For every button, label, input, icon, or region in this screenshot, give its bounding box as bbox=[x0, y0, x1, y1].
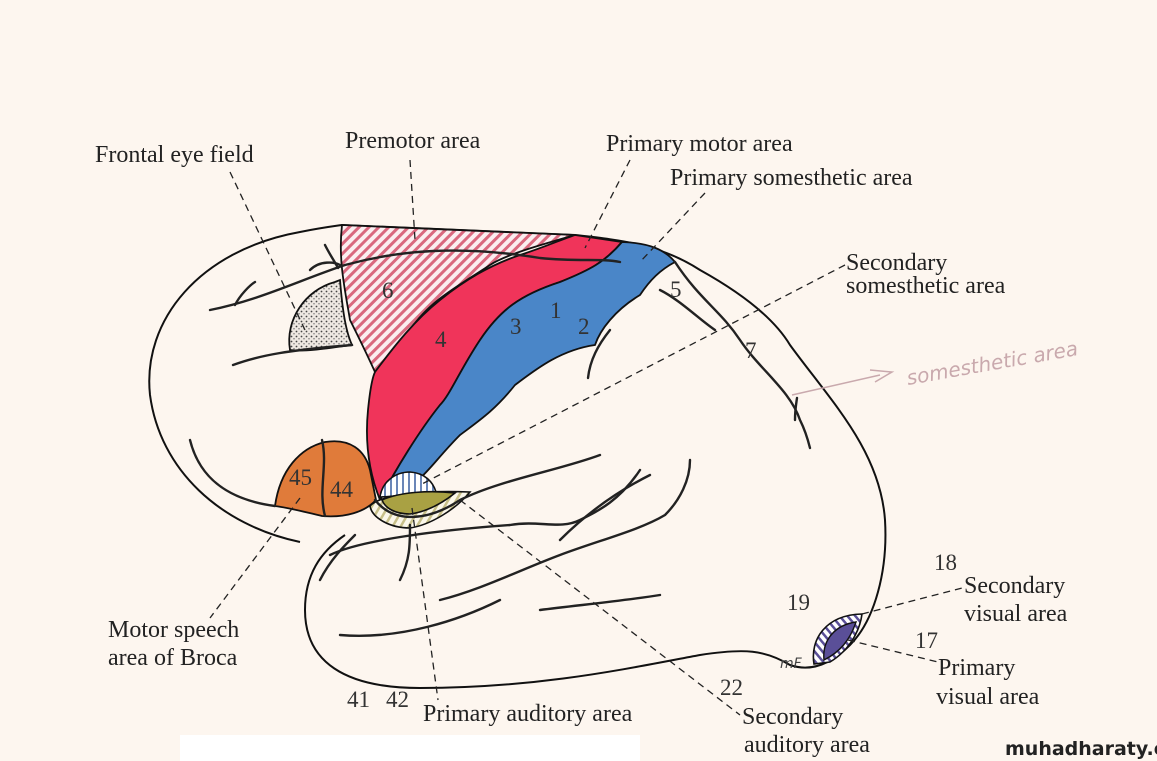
label-broca-line1: Motor speech bbox=[108, 617, 239, 643]
watermark: muhadharaty.com bbox=[1005, 738, 1157, 760]
label-premotor-area: Premotor area bbox=[345, 128, 481, 154]
primary-somesthetic-area-region bbox=[379, 241, 677, 501]
broca-area-region bbox=[273, 440, 377, 518]
label-primary-visual-line1: Primary bbox=[938, 655, 1015, 681]
brodmann-2: 2 bbox=[578, 314, 590, 339]
brodmann-7: 7 bbox=[745, 338, 757, 363]
brodmann-1: 1 bbox=[550, 298, 562, 323]
brodmann-3: 3 bbox=[510, 314, 522, 339]
primary-auditory-area-region bbox=[380, 490, 457, 515]
label-frontal-eye-field: Frontal eye field bbox=[95, 142, 254, 168]
broca-divider bbox=[320, 438, 327, 518]
handwritten-mf: mF bbox=[780, 656, 803, 672]
label-primary-motor-area: Primary motor area bbox=[606, 131, 793, 157]
brodmann-5: 5 bbox=[670, 277, 682, 302]
leader-lines bbox=[209, 159, 963, 716]
label-primary-somesthetic-area: Primary somesthetic area bbox=[670, 165, 913, 191]
label-secondary-auditory-line2: auditory area bbox=[744, 732, 870, 758]
brodmann-4: 4 bbox=[435, 327, 447, 352]
cerebrum-outline bbox=[148, 223, 887, 690]
paper-patch bbox=[180, 735, 640, 761]
brodmann-44: 44 bbox=[330, 477, 354, 502]
brodmann-41: 41 bbox=[347, 687, 370, 712]
primary-visual-area-region bbox=[823, 621, 858, 662]
label-primary-auditory-area: Primary auditory area bbox=[423, 701, 633, 727]
brodmann-45: 45 bbox=[289, 465, 312, 490]
label-broca-line2: area of Broca bbox=[108, 645, 238, 671]
brodmann-6: 6 bbox=[382, 278, 394, 303]
brodmann-19: 19 bbox=[787, 590, 810, 615]
label-secondary-visual-line1: Secondary bbox=[964, 573, 1065, 599]
brodmann-42: 42 bbox=[386, 687, 409, 712]
label-secondary-visual-line2: visual area bbox=[964, 601, 1068, 627]
label-secondary-auditory-line1: Secondary bbox=[742, 704, 843, 730]
label-secondary-somesthetic-line2: somesthetic area bbox=[846, 273, 1006, 299]
brodmann-18: 18 bbox=[934, 550, 957, 575]
brodmann-17: 17 bbox=[915, 628, 938, 653]
label-primary-visual-line2: visual area bbox=[936, 684, 1040, 710]
frontal-eye-field-region bbox=[288, 278, 354, 352]
label-secondary-somesthetic-line1: Secondary bbox=[846, 250, 947, 276]
brodmann-22: 22 bbox=[720, 675, 743, 700]
